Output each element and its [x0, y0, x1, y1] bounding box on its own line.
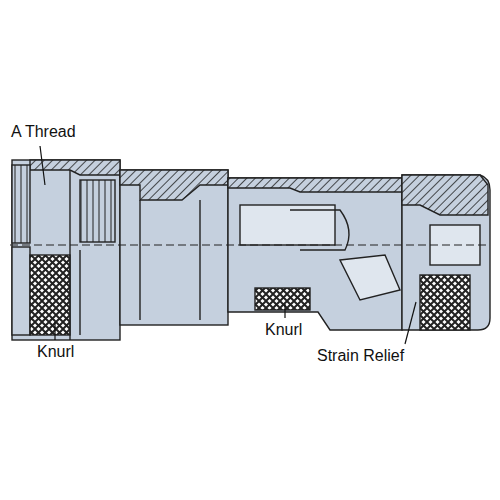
coupling-nut — [12, 160, 120, 340]
part-label: Knurl — [36, 342, 75, 361]
part-label: A Thread — [10, 122, 77, 141]
connector-body — [120, 170, 228, 325]
part-label: Strain Relief — [316, 346, 405, 365]
part-label: Knurl — [264, 320, 303, 339]
center-line — [10, 245, 490, 246]
backshell — [228, 178, 402, 330]
leader-lines — [40, 146, 416, 344]
